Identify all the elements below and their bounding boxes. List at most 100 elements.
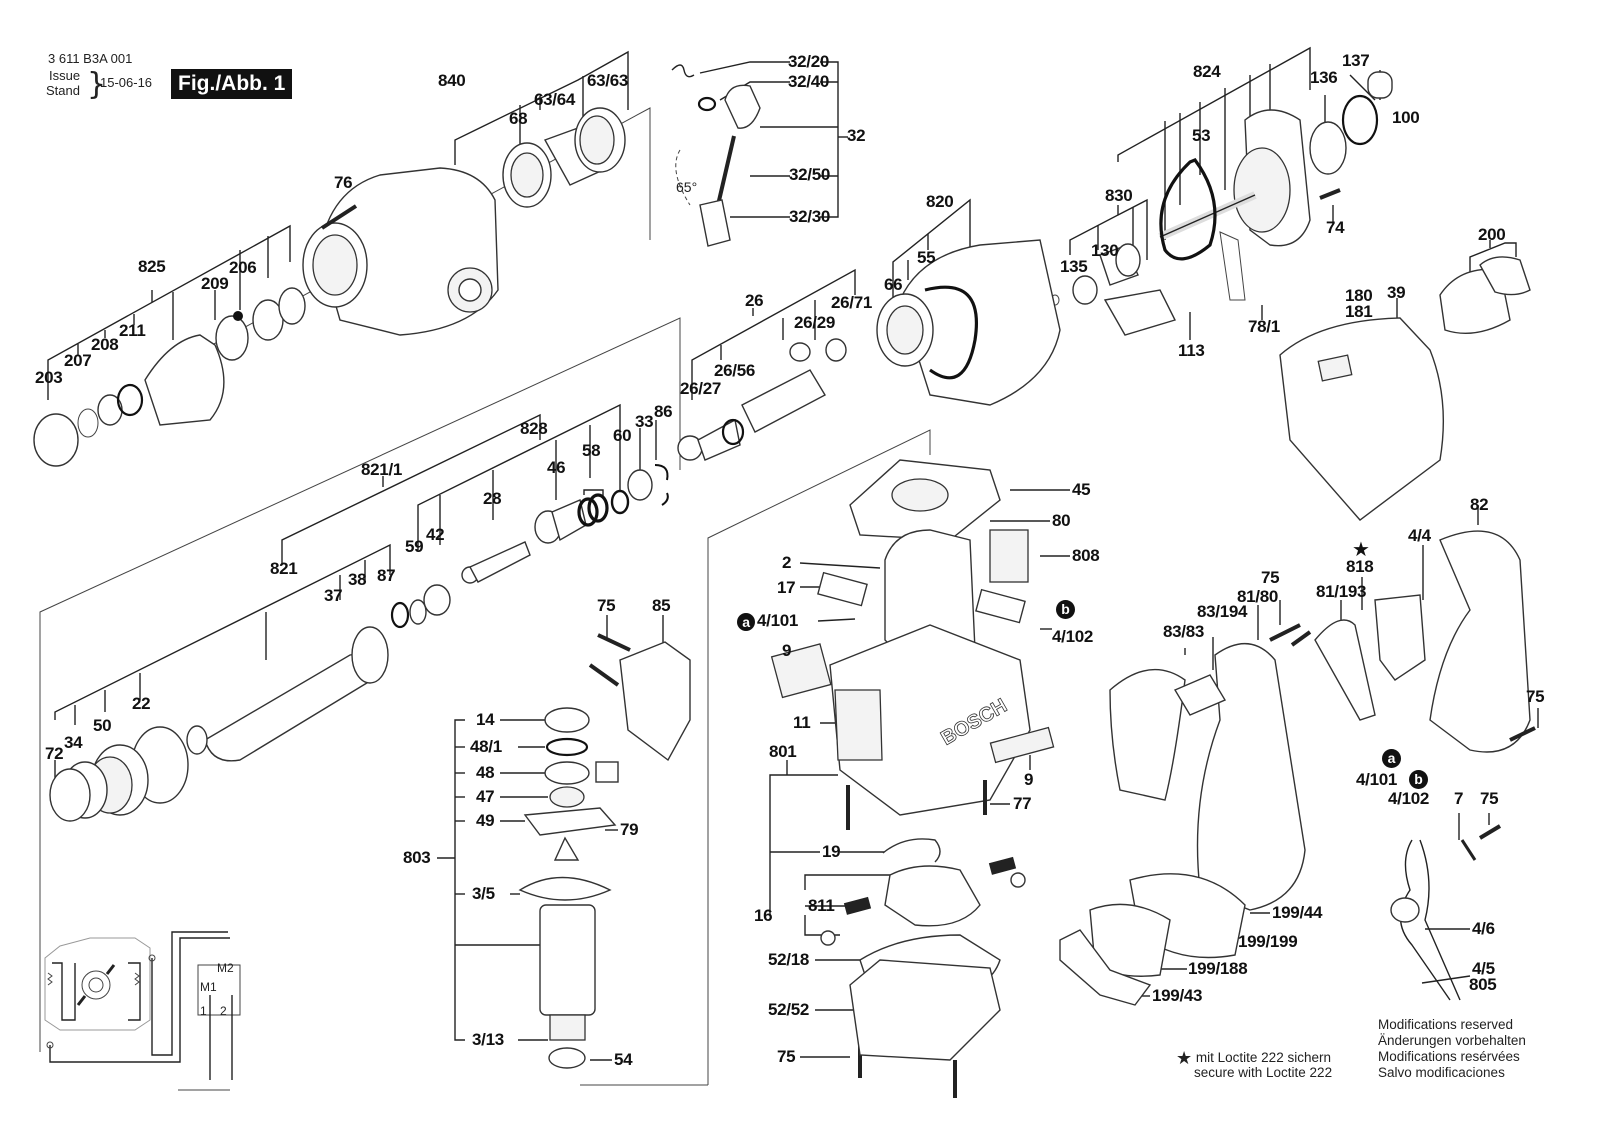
callout-63-63[interactable]: 63/63: [587, 71, 629, 90]
callout-4-102[interactable]: 4/102: [1388, 789, 1430, 808]
callout-199-43[interactable]: 199/43: [1152, 986, 1203, 1005]
callout-2[interactable]: 2: [782, 553, 792, 572]
callout-805[interactable]: 805: [1469, 975, 1497, 994]
callout-17[interactable]: 17: [777, 578, 796, 597]
callout-135[interactable]: 135: [1060, 257, 1088, 276]
callout-28[interactable]: 28: [483, 489, 502, 508]
callout-74[interactable]: 74: [1326, 218, 1345, 237]
callout-58[interactable]: 58: [582, 441, 601, 460]
callout-821-1[interactable]: 821/1: [361, 460, 403, 479]
callout-86[interactable]: 86: [654, 402, 673, 421]
callout-830[interactable]: 830: [1105, 186, 1133, 205]
callout-137[interactable]: 137: [1342, 51, 1370, 70]
callout-136[interactable]: 136: [1310, 68, 1338, 87]
callout-130[interactable]: 130: [1091, 241, 1119, 260]
callout-32-50[interactable]: 32/50: [789, 165, 831, 184]
callout-4-101[interactable]: 4/101: [1356, 770, 1398, 789]
callout-52-18[interactable]: 52/18: [768, 950, 810, 969]
callout-52-52[interactable]: 52/52: [768, 1000, 810, 1019]
callout-3-13[interactable]: 3/13: [472, 1030, 504, 1049]
callout-821[interactable]: 821: [270, 559, 298, 578]
callout-203[interactable]: 203: [35, 368, 63, 387]
callout-75-cable[interactable]: 75: [1480, 789, 1499, 808]
callout-26-27[interactable]: 26/27: [680, 379, 722, 398]
callout-48-1[interactable]: 48/1: [470, 737, 502, 756]
callout-47[interactable]: 47: [476, 787, 495, 806]
callout-199-44[interactable]: 199/44: [1272, 903, 1323, 922]
callout-113[interactable]: 113: [1178, 341, 1205, 360]
callout-4-6[interactable]: 4/6: [1472, 919, 1495, 938]
callout-45[interactable]: 45: [1072, 480, 1091, 499]
callout-22[interactable]: 22: [132, 694, 151, 713]
callout-46[interactable]: 46: [547, 458, 566, 477]
callout-75-handle[interactable]: 75: [1526, 687, 1545, 706]
callout-4-4[interactable]: 4/4: [1408, 526, 1431, 545]
callout-66[interactable]: 66: [884, 275, 903, 294]
callout-32-40[interactable]: 32/40: [788, 72, 830, 91]
callout-32-30[interactable]: 32/30: [789, 207, 831, 226]
callout-211[interactable]: 211: [119, 321, 146, 340]
callout-26[interactable]: 26: [745, 291, 764, 310]
callout-75-bottom[interactable]: 75: [777, 1047, 796, 1066]
callout-808[interactable]: 808: [1072, 546, 1100, 565]
callout-32[interactable]: 32: [847, 126, 866, 145]
callout-76[interactable]: 76: [334, 173, 353, 192]
callout-26-29[interactable]: 26/29: [794, 313, 836, 332]
callout-83-194[interactable]: 83/194: [1197, 602, 1248, 621]
callout-9-a[interactable]: 9: [782, 641, 792, 660]
callout-78-1[interactable]: 78/1: [1248, 317, 1280, 336]
callout-199-188[interactable]: 199/188: [1188, 959, 1248, 978]
callout-68[interactable]: 68: [509, 109, 528, 128]
callout-209[interactable]: 209: [201, 274, 229, 293]
callout-34[interactable]: 34: [64, 733, 83, 752]
callout-206[interactable]: 206: [229, 258, 257, 277]
callout-825[interactable]: 825: [138, 257, 166, 276]
callout-180[interactable]: 180: [1345, 286, 1373, 305]
callout-4-5[interactable]: 4/5: [1472, 959, 1495, 978]
callout-39[interactable]: 39: [1387, 283, 1406, 302]
callout-3-5[interactable]: 3/5: [472, 884, 495, 903]
callout-79[interactable]: 79: [620, 820, 639, 839]
callout-811[interactable]: 811: [808, 896, 835, 915]
callout-33[interactable]: 33: [635, 412, 654, 431]
callout-77[interactable]: 77: [1013, 794, 1032, 813]
callout-85[interactable]: 85: [652, 596, 671, 615]
callout-801[interactable]: 801: [769, 742, 797, 761]
callout-42[interactable]: 42: [426, 525, 445, 544]
callout-207[interactable]: 207: [64, 351, 92, 370]
callout-49[interactable]: 49: [476, 811, 495, 830]
callout-53[interactable]: 53: [1192, 126, 1211, 145]
callout-54[interactable]: 54: [614, 1050, 633, 1069]
callout-14[interactable]: 14: [476, 710, 495, 729]
callout-72[interactable]: 72: [45, 744, 64, 763]
callout-81-80[interactable]: 81/80: [1237, 587, 1279, 606]
callout-38[interactable]: 38: [348, 570, 367, 589]
callout-59[interactable]: 59: [405, 537, 424, 556]
callout-26-56[interactable]: 26/56: [714, 361, 756, 380]
callout-828[interactable]: 828: [520, 419, 548, 438]
callout-840[interactable]: 840: [438, 71, 466, 90]
callout-87[interactable]: 87: [377, 566, 396, 585]
callout-75-bracket[interactable]: 75: [597, 596, 616, 615]
callout-100[interactable]: 100: [1392, 108, 1420, 127]
callout-83-83[interactable]: 83/83: [1163, 622, 1205, 641]
callout-48[interactable]: 48: [476, 763, 495, 782]
callout-199-199[interactable]: 199/199: [1238, 932, 1298, 951]
callout-37[interactable]: 37: [324, 586, 343, 605]
callout-9-b[interactable]: 9: [1024, 770, 1034, 789]
callout-11[interactable]: 11: [793, 713, 811, 732]
callout-824[interactable]: 824: [1193, 62, 1221, 81]
callout-26-71[interactable]: 26/71: [831, 293, 873, 312]
callout-4-102-b[interactable]: 4/102: [1052, 627, 1094, 646]
callout-181[interactable]: 181: [1345, 302, 1373, 321]
callout-820[interactable]: 820: [926, 192, 954, 211]
callout-80[interactable]: 80: [1052, 511, 1071, 530]
callout-75-grip[interactable]: 75: [1261, 568, 1280, 587]
callout-16[interactable]: 16: [754, 906, 773, 925]
callout-63-64[interactable]: 63/64: [534, 90, 576, 109]
callout-50[interactable]: 50: [93, 716, 112, 735]
callout-200[interactable]: 200: [1478, 225, 1506, 244]
callout-803[interactable]: 803: [403, 848, 431, 867]
callout-32-20[interactable]: 32/20: [788, 52, 830, 71]
callout-208[interactable]: 208: [91, 335, 119, 354]
